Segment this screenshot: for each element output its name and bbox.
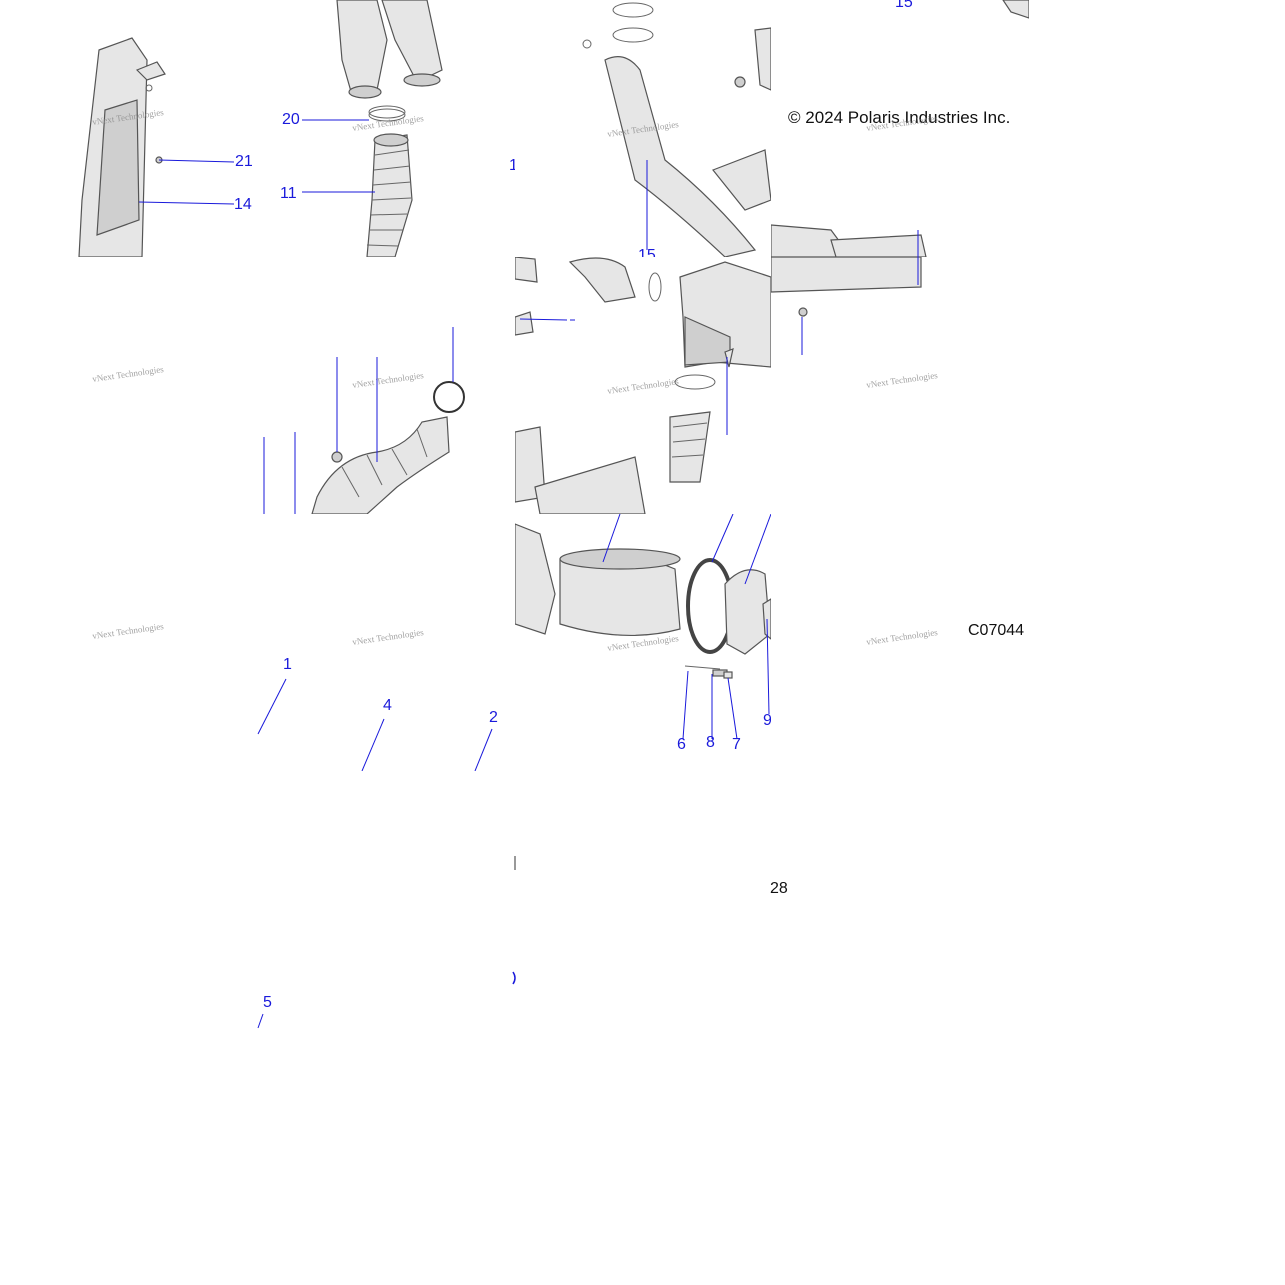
tile-lower-center-art bbox=[515, 514, 771, 740]
tile-lower-right: vNext Technologies C07044 bbox=[771, 514, 1029, 771]
callout-15: 15 bbox=[638, 247, 656, 258]
tile-top-middle: 15 vNext Technologies bbox=[515, 0, 771, 257]
callout-9: 9 bbox=[763, 712, 772, 729]
figure-code: C07044 bbox=[968, 622, 1025, 639]
callout-2: 2 bbox=[489, 709, 498, 726]
callout-14: 14 bbox=[234, 196, 252, 213]
callout-4: 4 bbox=[383, 697, 392, 714]
tile-lower-left: vNext Technologies vNext Technologies bbox=[77, 514, 515, 771]
tile-top-right: 15 © 2024 Polaris Industries Inc. vNext … bbox=[771, 0, 1029, 257]
tile-middle-right-art bbox=[771, 257, 922, 355]
tile-top-right-art bbox=[771, 0, 1029, 257]
page-number: 28 bbox=[770, 880, 788, 897]
tile-middle-left-art bbox=[263, 327, 465, 514]
tile-center-art bbox=[515, 257, 771, 514]
tile-lower-left-art bbox=[257, 678, 493, 771]
callout-20: 20 bbox=[282, 111, 300, 128]
tile-top-left: 20 21 11 14 1 vNext Technologies vNext T… bbox=[77, 0, 515, 257]
callout-6: 6 bbox=[677, 736, 686, 753]
tile-center: 12 18 3 vNext Technologies bbox=[515, 257, 771, 514]
callout-1: 1 bbox=[283, 656, 292, 673]
tile-middle-left: 19 22 10 17 16 vNext Technologies vNext … bbox=[77, 257, 515, 514]
callout-8: 8 bbox=[706, 734, 715, 751]
tile-top-middle-art bbox=[582, 2, 771, 257]
tile-top-left-art bbox=[78, 0, 443, 257]
watermark: vNext Technologies bbox=[865, 627, 939, 647]
callout-21: 21 bbox=[235, 153, 253, 170]
callout-5: 5 bbox=[263, 994, 272, 1011]
callout-1-partial: 1 bbox=[509, 157, 515, 174]
tile-lower-center: vNext Technologies bbox=[515, 514, 771, 771]
bottom-fragments bbox=[257, 856, 516, 1029]
callout-11: 11 bbox=[280, 185, 297, 202]
callout-15-partial: 15 bbox=[895, 0, 913, 11]
copyright: © 2024 Polaris Industries Inc. bbox=[788, 108, 1011, 127]
callout-7: 7 bbox=[732, 736, 741, 753]
tile-middle-right: 3 20 13 vNext Technologies bbox=[771, 257, 1029, 514]
